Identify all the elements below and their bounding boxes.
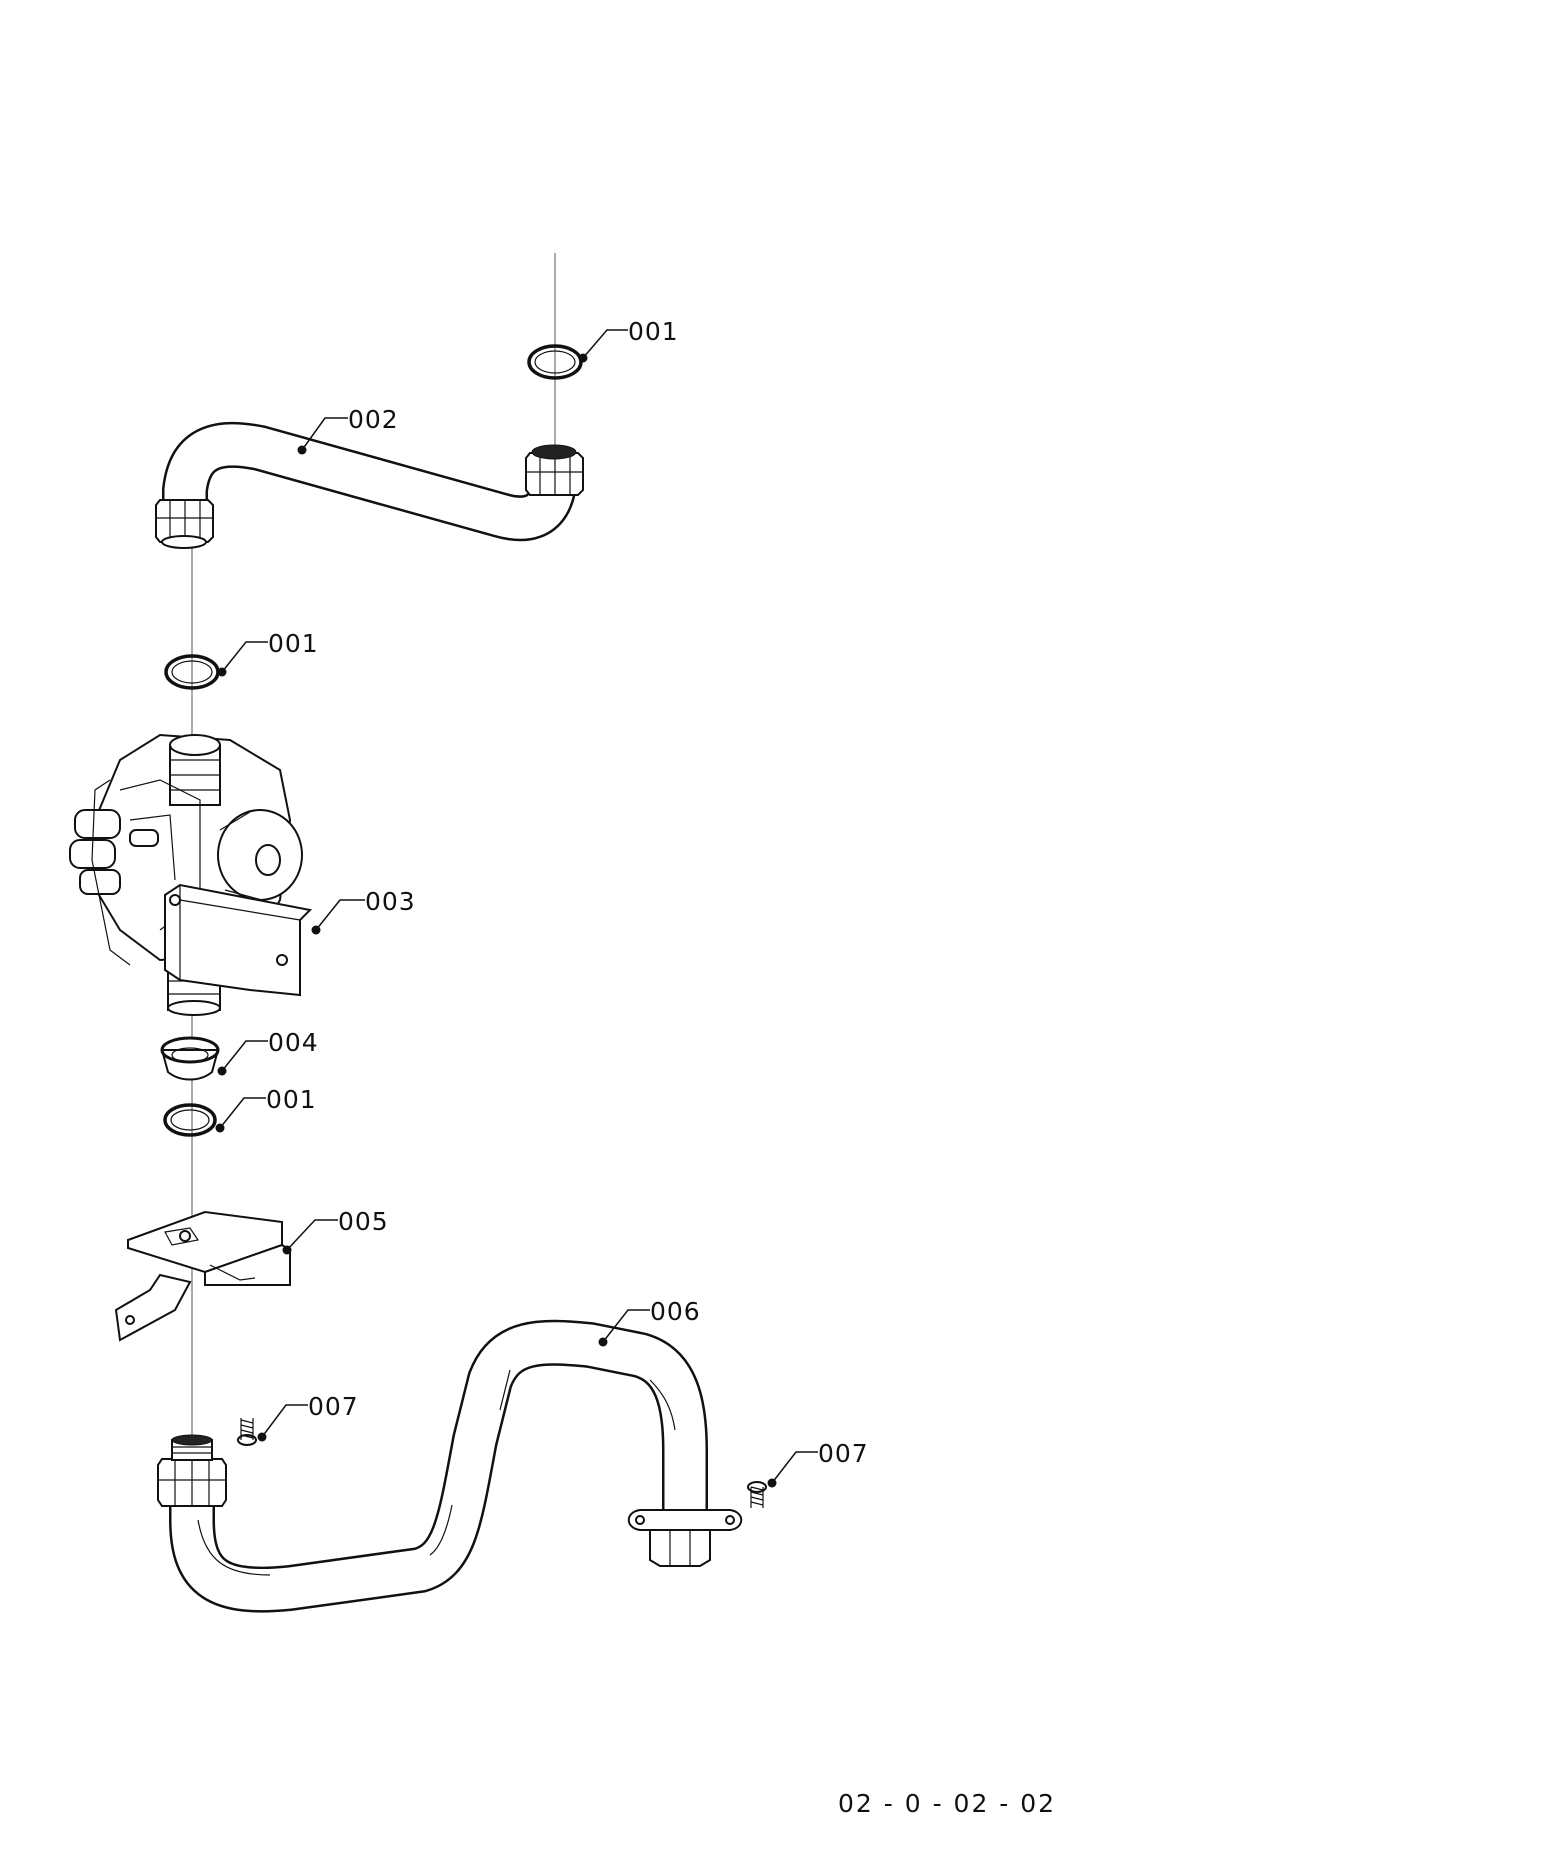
callout-label: 006 bbox=[650, 1297, 701, 1326]
callout-001-middle: 001 bbox=[217, 629, 319, 677]
filter-cup bbox=[160, 1036, 220, 1081]
drawing-reference: 02 - 0 - 02 - 02 bbox=[838, 1789, 1056, 1818]
callout-006: 006 bbox=[598, 1297, 701, 1347]
lower-pipe-flange-fitting bbox=[627, 1509, 743, 1567]
callout-001-top: 001 bbox=[578, 317, 679, 363]
upper-pipe bbox=[155, 421, 584, 549]
callout-label: 004 bbox=[268, 1028, 319, 1057]
callout-label: 007 bbox=[818, 1439, 869, 1468]
callout-label: 005 bbox=[338, 1207, 389, 1236]
callout-label: 002 bbox=[348, 405, 399, 434]
callout-007-right: 007 bbox=[767, 1439, 869, 1488]
callout-label: 001 bbox=[268, 629, 319, 658]
o-ring-lower bbox=[163, 1103, 217, 1137]
lower-pipe bbox=[157, 1319, 743, 1613]
callout-003: 003 bbox=[311, 887, 416, 935]
mounting-bracket bbox=[114, 1210, 291, 1342]
callout-label: 007 bbox=[308, 1392, 359, 1421]
callout-004: 004 bbox=[217, 1028, 319, 1076]
callout-001-lower: 001 bbox=[215, 1085, 317, 1133]
callout-005: 005 bbox=[282, 1207, 389, 1255]
callout-007-left: 007 bbox=[257, 1392, 359, 1442]
lower-pipe-left-nut bbox=[157, 1434, 227, 1507]
valve-unit bbox=[69, 733, 313, 1016]
screw-left bbox=[237, 1418, 257, 1446]
callout-label: 001 bbox=[266, 1085, 317, 1114]
screw-right bbox=[747, 1481, 767, 1508]
callout-002: 002 bbox=[297, 405, 399, 455]
callout-label: 001 bbox=[628, 317, 679, 346]
upper-pipe-right-nut bbox=[525, 444, 584, 496]
upper-pipe-left-nut bbox=[155, 499, 214, 549]
callout-label: 003 bbox=[365, 887, 416, 916]
